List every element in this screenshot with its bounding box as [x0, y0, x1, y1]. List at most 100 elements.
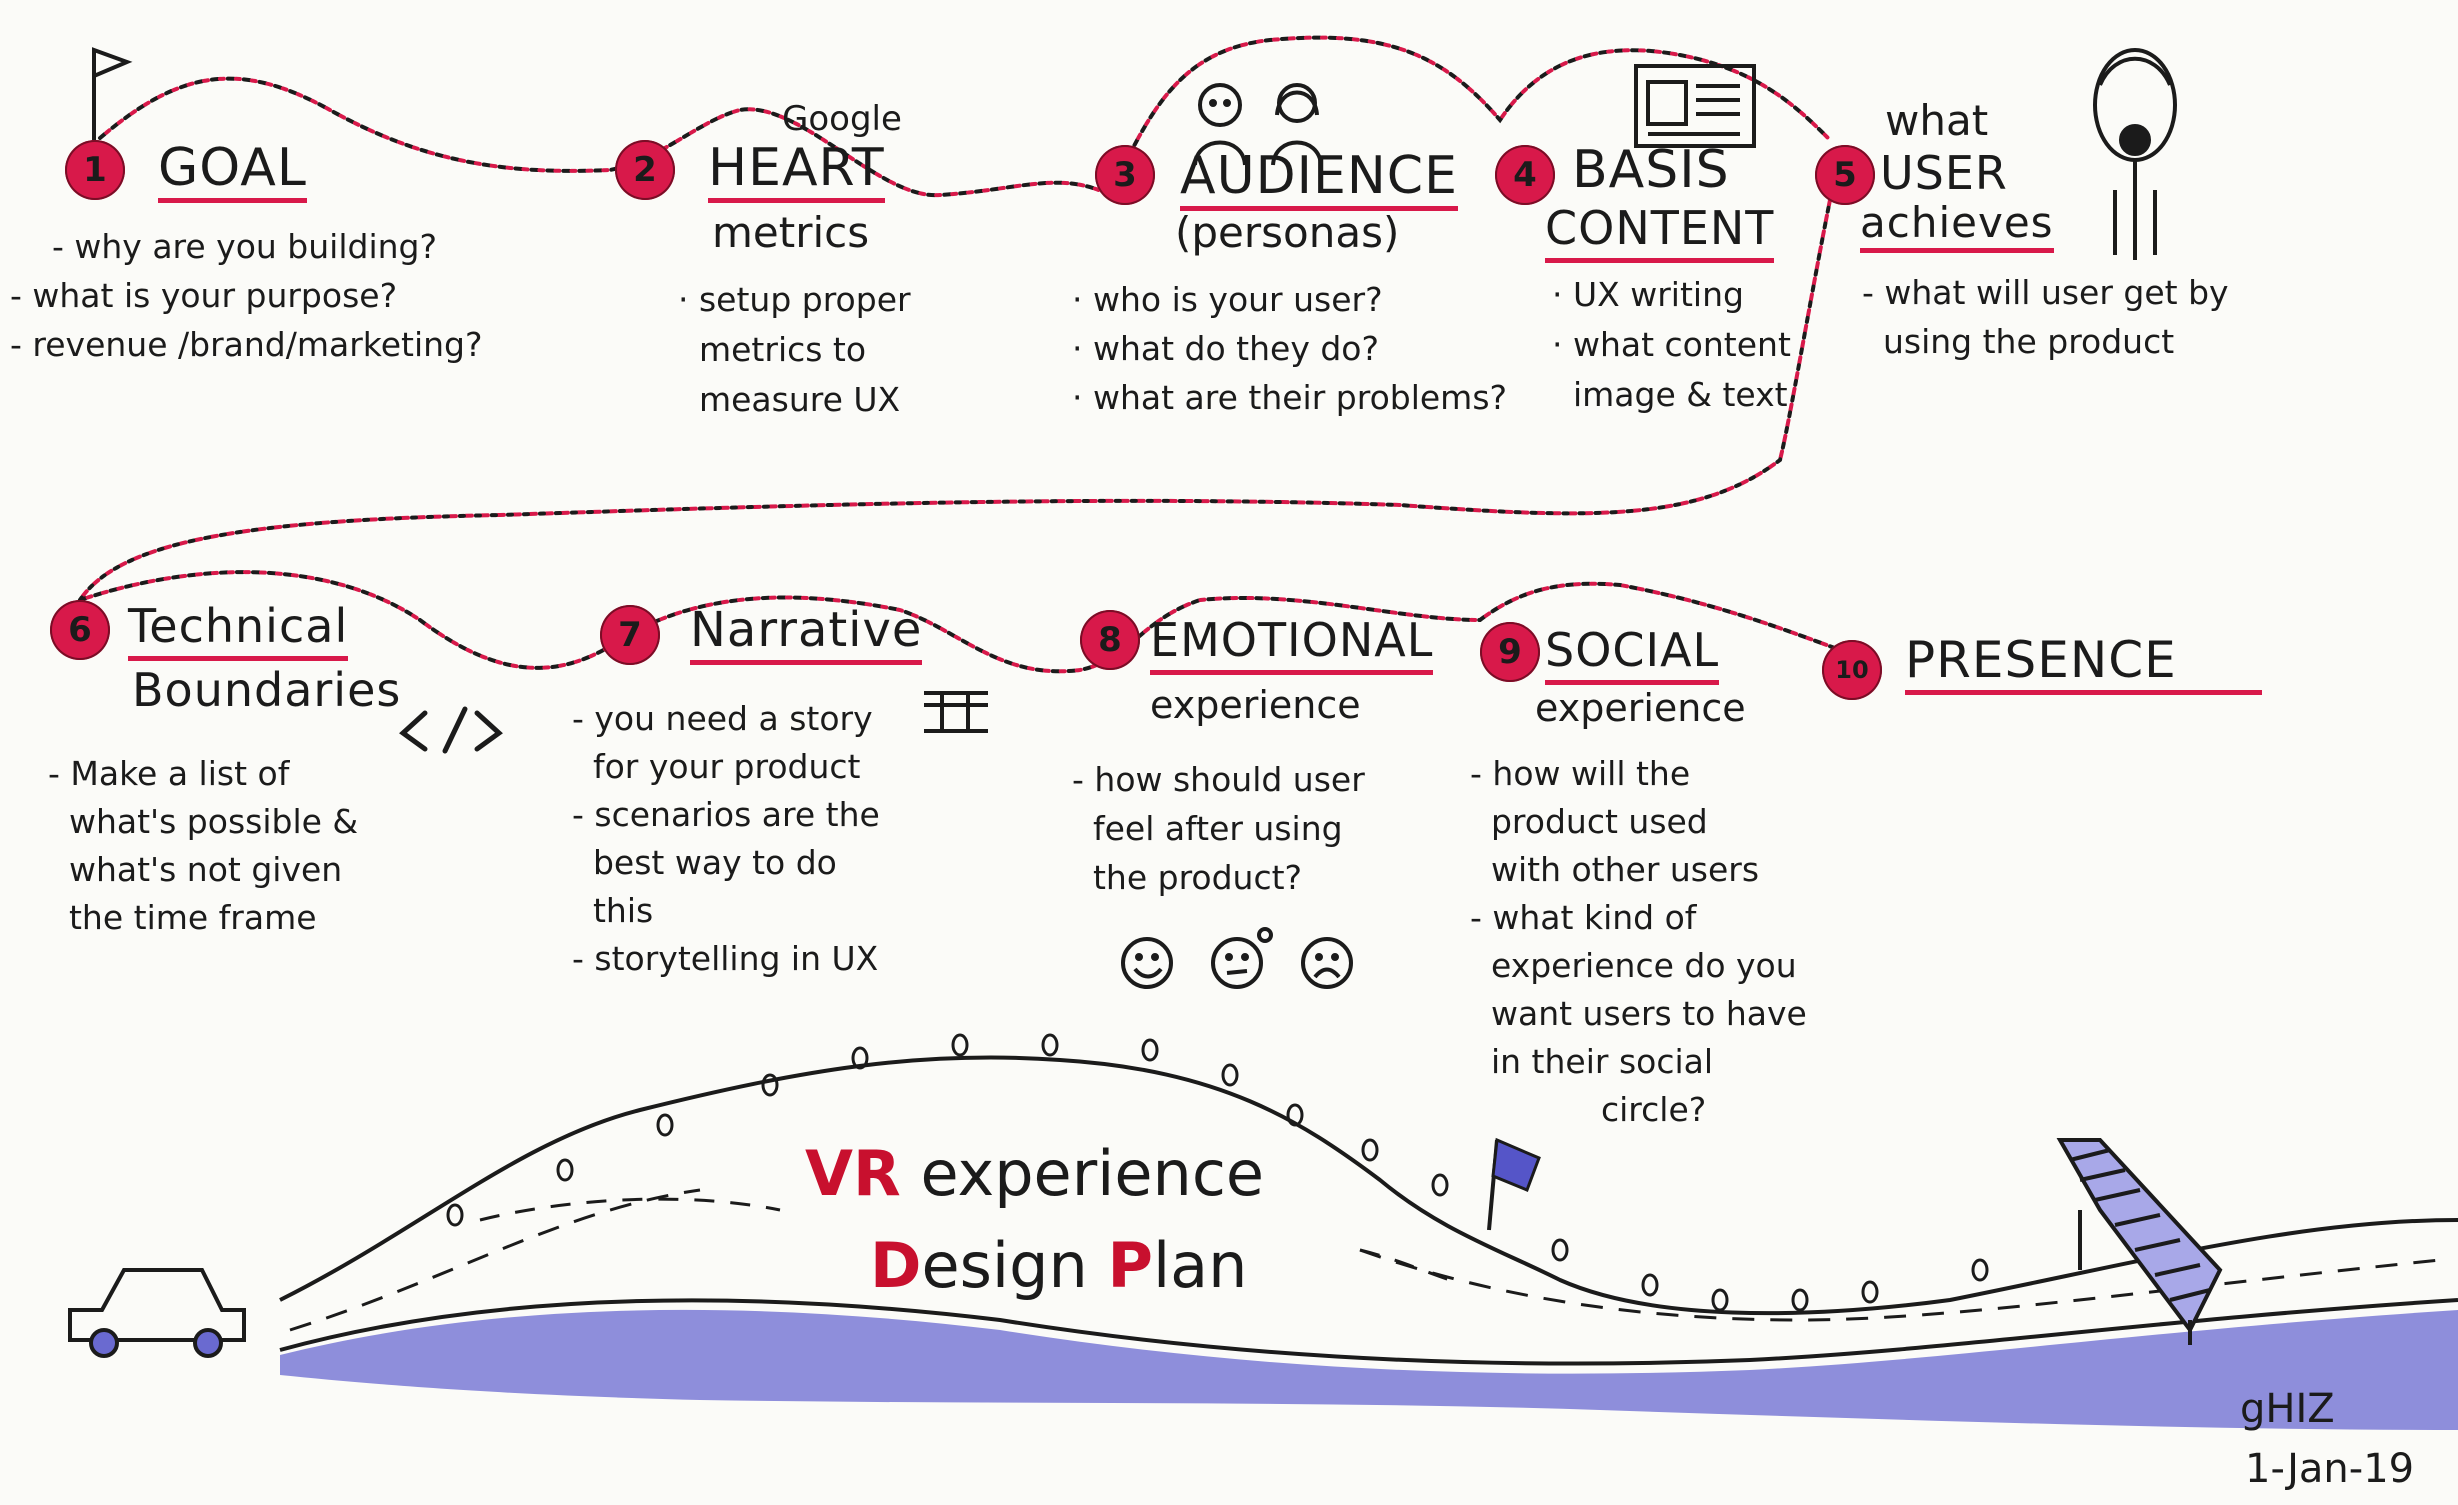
emoji-faces-icon — [1121, 927, 1353, 989]
step-subtitle: experience — [1150, 683, 1361, 727]
bullet-item: what is your purpose? — [10, 271, 483, 320]
bottom-path-red — [78, 570, 1842, 674]
step-title-line-2: Boundaries — [132, 663, 402, 717]
bullet-item: circle? — [1600, 1090, 1707, 1129]
bullet-item: feel after using — [1092, 809, 1343, 848]
signature-date: 1-Jan-19 — [2245, 1446, 2415, 1492]
step-number-badge: 9 — [1480, 622, 1540, 682]
step-bullets: setup proper metrics to measure UX — [678, 275, 911, 425]
bullet-item: what are their problems? — [1072, 373, 1507, 422]
step-number-badge: 3 — [1095, 145, 1155, 205]
step-number-badge: 7 — [600, 605, 660, 665]
bullet-item: measure UX — [698, 380, 901, 419]
step-bullets: who is your user? what do they do? what … — [1072, 275, 1507, 422]
road-upper-edge — [279, 1055, 2458, 1316]
step-bullets: you need a story for your product scenar… — [572, 695, 880, 983]
step-title-line-3: achieves — [1860, 200, 2054, 253]
bullet-item: what will user get by — [1862, 268, 2228, 317]
bridge-icon — [2056, 1138, 2223, 1345]
step-number-badge: 4 — [1495, 145, 1555, 205]
bullet-item: what's not given — [68, 850, 343, 889]
plan-title-d: D — [870, 1229, 922, 1302]
dash-lines — [479, 1197, 1451, 1282]
step-subtitle: metrics — [712, 208, 870, 257]
step-bullets: Make a list of what's possible & what's … — [48, 750, 358, 942]
bullet-item: want users to have — [1490, 994, 1807, 1033]
bullet-item: what content — [1552, 320, 1791, 370]
bullet-item: what's possible & — [68, 802, 359, 841]
flag-icon — [92, 47, 133, 145]
step-title-line-1: BASIS — [1572, 140, 1730, 200]
bullet-item: how should user — [1072, 755, 1364, 804]
book-icon — [924, 691, 988, 733]
bullet-item: UX writing — [1552, 270, 1791, 320]
bullet-item: why are you building? — [52, 222, 483, 271]
step-number-badge: 10 — [1822, 640, 1882, 700]
bullet-item: the time frame — [68, 898, 317, 937]
bullet-item: the product? — [1092, 858, 1303, 897]
bullet-item: metrics to — [698, 330, 867, 369]
road-bumps — [446, 1033, 1989, 1312]
plan-title-p: P — [1107, 1229, 1153, 1302]
river — [280, 1309, 2458, 1430]
step-title-line-2: CONTENT — [1545, 200, 1775, 263]
road-lower-edge — [279, 1298, 2458, 1366]
bullet-item: revenue /brand/marketing? — [10, 320, 482, 369]
step-bullets: why are you building? what is your purpo… — [10, 222, 483, 369]
goal-flag-icon — [1487, 1137, 1541, 1231]
plan-title-line-2: Design Plan — [870, 1232, 1247, 1300]
top-path — [98, 35, 1832, 198]
step-bullets: what will user get by using the product — [1862, 268, 2229, 366]
step-title: EMOTIONAL — [1150, 612, 1434, 675]
step-title-line-2: USER — [1880, 146, 2008, 200]
bullet-item: how will the — [1470, 750, 1807, 798]
return-path — [78, 198, 1832, 602]
car-icon — [68, 1268, 246, 1358]
step-subtitle: (personas) — [1175, 208, 1400, 257]
bullet-item: experience do you — [1490, 946, 1797, 985]
code-icon — [399, 706, 503, 754]
step-title: Narrative — [690, 602, 923, 665]
plan-title-lan: lan — [1152, 1229, 1248, 1302]
bullet-item: what kind of — [1470, 894, 1807, 942]
step-title: HEART — [708, 140, 885, 203]
content-card-icon — [1634, 64, 1756, 148]
signature-name: gHIZ — [2240, 1386, 2335, 1432]
bullet-item: who is your user? — [1072, 275, 1507, 324]
bullet-item: you need a story — [572, 695, 880, 743]
step-number-badge: 2 — [615, 140, 675, 200]
bullet-item: Make a list of — [48, 750, 358, 798]
step-prefix: Google — [782, 99, 902, 139]
step-title: SOCIAL — [1545, 622, 1720, 685]
step-bullets: UX writing what content image & text — [1552, 270, 1791, 420]
persons-icon — [1193, 83, 1323, 166]
person-icon — [2093, 48, 2177, 260]
step-title: AUDIENCE — [1180, 148, 1458, 211]
step-bullets: how should user feel after using the pro… — [1072, 755, 1365, 902]
bullet-item: product used — [1490, 802, 1708, 841]
bullet-item: image & text — [1572, 375, 1788, 414]
bullet-item: setup proper — [678, 275, 911, 325]
plan-title-esign: esign — [921, 1229, 1108, 1302]
step-number-badge: 1 — [65, 140, 125, 200]
plan-title-vr: VR — [805, 1137, 901, 1210]
step-title-line-1: Technical — [128, 598, 349, 661]
bullet-item: for your product — [592, 747, 861, 786]
bullet-item: with other users — [1490, 850, 1760, 889]
bullet-item: using the product — [1882, 322, 2175, 361]
step-number-badge: 5 — [1815, 145, 1875, 205]
step-subtitle: experience — [1535, 686, 1746, 730]
step-title: GOAL — [158, 140, 307, 203]
step-bullets: how will the product used with other use… — [1470, 750, 1807, 1134]
bullet-item: best way to do — [592, 843, 837, 882]
bullet-item: in their social — [1490, 1042, 1714, 1081]
step-title: PRESENCE — [1905, 632, 2262, 695]
bullet-item: scenarios are the — [572, 791, 879, 839]
plan-title-experience: experience — [900, 1137, 1265, 1210]
bullet-item: what do they do? — [1072, 324, 1507, 373]
bullet-item: this — [592, 891, 654, 930]
bullet-item: storytelling in UX — [572, 935, 880, 983]
step-title-line-1: what — [1885, 96, 1989, 145]
